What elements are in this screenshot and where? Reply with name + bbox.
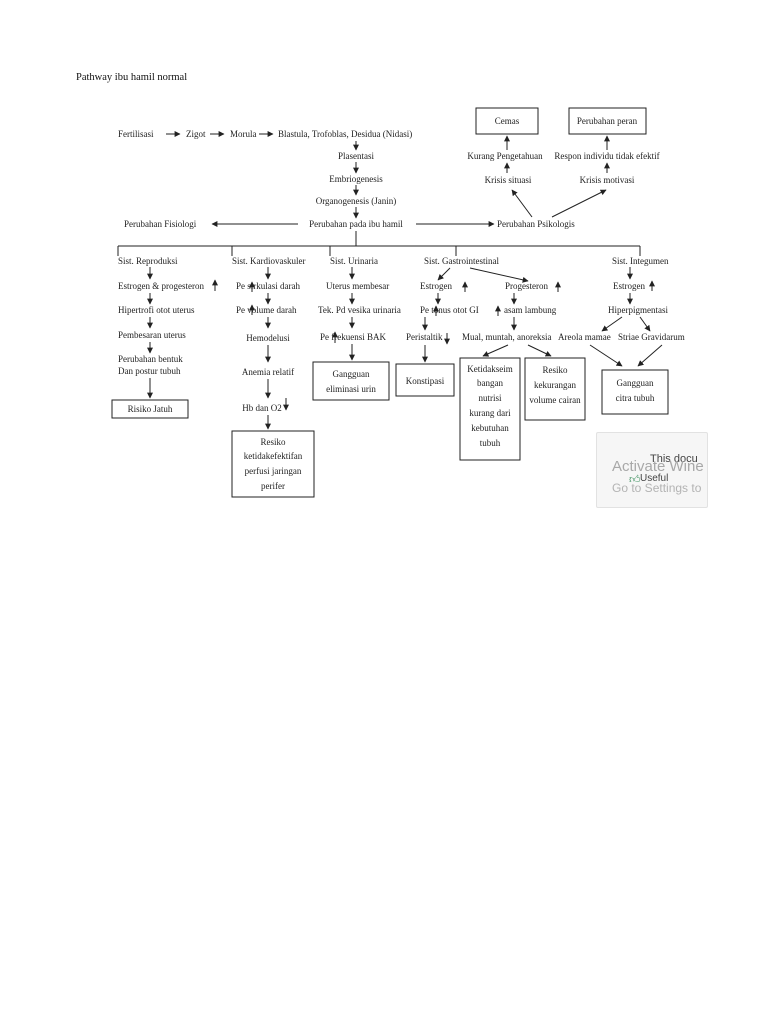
node-perubahan-peran: Perubahan peran	[577, 116, 638, 126]
node-mual: Mual, muntah, anoreksia	[462, 332, 551, 342]
node-areola: Areola mamae	[558, 332, 611, 342]
box-resiko-cairan	[524, 357, 586, 421]
node-resiko-cairan-1: Resiko	[542, 365, 568, 375]
watermark-doc-text: This docu	[650, 453, 698, 465]
box-gangguan-citra	[601, 369, 669, 415]
node-resiko-cairan-2: kekurangan	[534, 380, 576, 390]
node-perubahan-bentuk-2: Dan postur tubuh	[118, 366, 181, 376]
node-tek-vesika: Tek. Pd vesika urinaria	[318, 305, 401, 315]
node-pembesaran-uterus: Pembesaran uterus	[118, 330, 186, 340]
document-watermark-card[interactable]: This docu Activate Wine 👍︎ Useful Go to …	[596, 432, 708, 508]
node-progesteron-gi: Progesteron	[505, 281, 548, 291]
node-sist-integumen: Sist. Integumen	[612, 256, 669, 266]
node-asam-lambung: asam lambung	[504, 305, 557, 315]
thumbs-up-icon[interactable]: 👍︎	[629, 473, 641, 486]
node-respon-individu: Respon individu tidak efektif	[554, 151, 659, 161]
node-resiko-perfusi-4: perifer	[261, 481, 285, 491]
arrow-striae-gangguan	[637, 344, 663, 367]
node-kurang-pengetahuan: Kurang Pengetahuan	[467, 151, 543, 161]
node-organogenesis: Organogenesis (Janin)	[316, 196, 397, 206]
node-resiko-perfusi-3: perfusi jaringan	[245, 466, 302, 476]
node-estrogen-gi: Estrogen	[420, 281, 452, 291]
node-ketidakseim-3: nutrisi	[478, 393, 502, 403]
node-frekuensi-bak: Pe frekuensi BAK	[320, 332, 386, 342]
useful-label[interactable]: Useful	[640, 473, 669, 484]
arrow-hiper-areola	[601, 316, 623, 332]
box-cemas	[475, 107, 539, 135]
node-perubahan-bentuk-1: Perubahan bentuk	[118, 354, 183, 364]
node-gangguan-citra-2: citra tubuh	[616, 393, 655, 403]
box-resiko-perfusi	[231, 430, 315, 498]
go-to-settings-text: Go to Settings to	[612, 481, 702, 495]
node-blastula: Blastula, Trofoblas, Desidua (Nidasi)	[278, 129, 412, 139]
node-konstipasi: Konstipasi	[406, 376, 445, 386]
node-morula: Morula	[230, 129, 257, 139]
arrow-gastro-progesteron	[469, 267, 529, 283]
node-plasentasi: Plasentasi	[338, 151, 374, 161]
arrow-hiper-striae	[639, 316, 651, 332]
node-tonus-gi: Pe tonus otot GI	[420, 305, 479, 315]
box-konstipasi	[395, 363, 455, 397]
arrow-psikologis-krisis-motivasi	[551, 189, 607, 218]
node-embriogenesis: Embriogenesis	[329, 174, 383, 184]
node-risiko-jatuh: Risiko Jatuh	[128, 404, 173, 414]
node-sist-gastro: Sist. Gastrointestinal	[424, 256, 499, 266]
node-sist-urinaria: Sist. Urinaria	[330, 256, 378, 266]
node-ketidakseim-2: bangan	[477, 378, 503, 388]
arrow-areola-gangguan	[589, 344, 623, 367]
node-estrogen-progesteron: Estrogen & progesteron	[118, 281, 204, 291]
node-perubahan-fisiologi: Perubahan Fisiologi	[124, 219, 197, 229]
node-hb-o2: Hb dan O2	[242, 403, 282, 413]
node-sist-kardio: Sist. Kardiovaskuler	[232, 256, 306, 266]
node-hiperpigmentasi: Hiperpigmentasi	[608, 305, 668, 315]
node-resiko-perfusi-1: Resiko	[260, 437, 286, 447]
node-volume: Pe volume darah	[236, 305, 297, 315]
node-gangguan-eliminasi-2: eliminasi urin	[326, 384, 376, 394]
node-ketidakseim-5: kebutuhan	[471, 423, 509, 433]
node-gangguan-citra-1: Gangguan	[617, 378, 654, 388]
arrow-mual-ketidakseimbangan	[482, 344, 509, 357]
node-uterus-membesar: Uterus membesar	[326, 281, 389, 291]
node-krisis-motivasi: Krisis motivasi	[580, 175, 635, 185]
box-ketidakseimbangan	[459, 357, 521, 461]
arrow-psikologis-krisis-situasi	[511, 189, 533, 218]
node-krisis-situasi: Krisis situasi	[485, 175, 532, 185]
node-perubahan-ibu: Perubahan pada ibu hamil	[309, 219, 403, 229]
node-anemia: Anemia relatif	[242, 367, 294, 377]
node-sirkulasi: Pe sirkulasi darah	[236, 281, 300, 291]
node-ketidakseim-4: kurang dari	[469, 408, 511, 418]
node-fertilisasi: Fertilisasi	[118, 129, 154, 139]
node-hemodelusi: Hemodelusi	[246, 333, 290, 343]
node-estrogen-int: Estrogen	[613, 281, 645, 291]
node-resiko-cairan-3: volume cairan	[529, 395, 581, 405]
box-perubahan-peran	[568, 107, 647, 135]
box-gangguan-eliminasi	[312, 361, 390, 401]
node-peristaltik: Peristaltik	[406, 332, 443, 342]
arrow-mual-resiko-cairan	[527, 344, 552, 357]
node-gangguan-eliminasi-1: Gangguan	[333, 369, 370, 379]
node-hipertrofi: Hipertrofi otot uterus	[118, 305, 195, 315]
node-zigot: Zigot	[186, 129, 206, 139]
node-sist-reproduksi: Sist. Reproduksi	[118, 256, 178, 266]
arrow-gastro-estrogen	[437, 267, 451, 281]
node-cemas: Cemas	[495, 116, 520, 126]
node-resiko-perfusi-2: ketidakefektifan	[244, 451, 303, 461]
node-ketidakseim-1: Ketidakseim	[467, 364, 513, 374]
activate-windows-text: Activate Wine	[612, 458, 704, 475]
node-perubahan-psikologis: Perubahan Psikologis	[497, 219, 575, 229]
node-ketidakseim-6: tubuh	[480, 438, 501, 448]
node-striae: Striae Gravidarum	[618, 332, 685, 342]
box-risiko-jatuh	[111, 399, 189, 419]
page-title: Pathway ibu hamil normal	[76, 72, 187, 83]
